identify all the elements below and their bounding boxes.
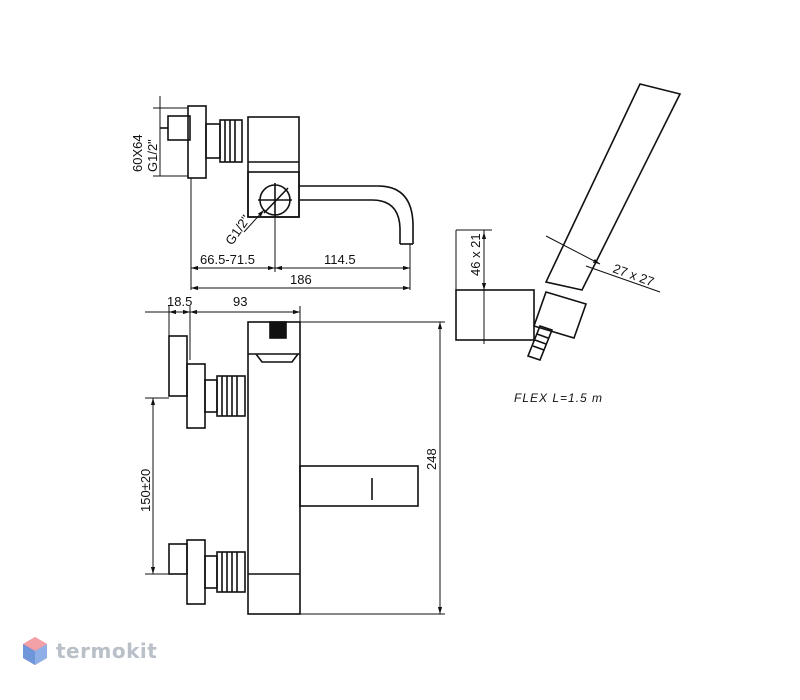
hand-shower-holder — [532, 291, 588, 339]
watermark: termokit — [22, 636, 157, 666]
dim-head: 46 x 21 — [468, 233, 483, 276]
dim-total-width: 186 — [290, 272, 312, 287]
termokit-logo-icon — [23, 637, 47, 665]
top-view-spout — [299, 185, 414, 244]
dim-holder: 27 x 27 — [611, 261, 656, 290]
dim-spout: 114.5 — [324, 252, 356, 267]
dim-thread: G1/2" — [145, 139, 160, 172]
front-upper-escutcheon — [168, 335, 188, 397]
top-view-connector — [205, 123, 221, 159]
front-view — [145, 306, 445, 615]
front-spout — [299, 465, 419, 507]
watermark-brand: termokit — [56, 639, 158, 663]
dim-line-holder — [585, 265, 661, 293]
hand-shower-hose-connector — [526, 325, 554, 361]
dim-body-size: 60X64 — [130, 134, 145, 172]
top-view — [153, 96, 414, 291]
hose-note: FLEX L=1.5 m — [514, 391, 603, 405]
hand-shower — [455, 83, 682, 361]
dim-eccentric: 66.5-71.5 — [200, 252, 255, 267]
front-lower-escutcheon — [168, 543, 188, 575]
front-lower-thread — [216, 551, 246, 593]
dim-handle: 18.5 — [167, 294, 192, 309]
top-view-escutcheon-inner — [167, 115, 191, 141]
front-body — [247, 321, 301, 615]
dim-centers: 150±20 — [138, 469, 153, 512]
dim-body-depth: 93 — [233, 294, 247, 309]
front-top-knob — [269, 321, 287, 339]
hand-shower-handle — [544, 83, 682, 291]
dim-height: 248 — [424, 448, 439, 470]
hand-shower-holder-base — [455, 289, 535, 341]
front-upper-thread — [216, 375, 246, 417]
